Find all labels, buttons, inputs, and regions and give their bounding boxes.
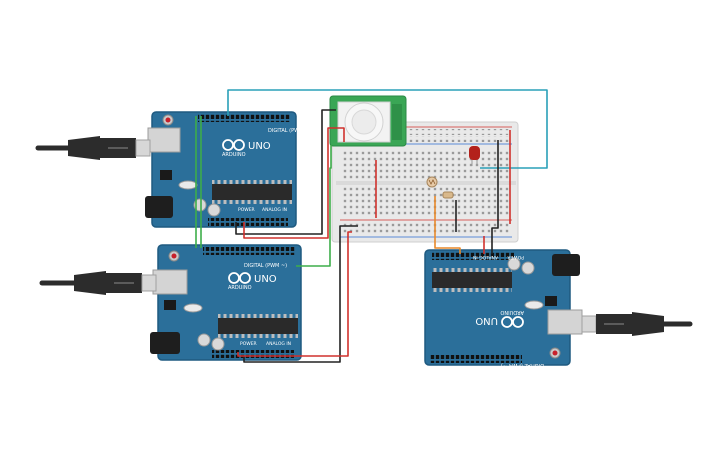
atmega-chip (218, 318, 298, 334)
power-label: POWER (240, 341, 257, 347)
arduino-uno-b: DIGITAL (PWM ~) UNO ARDUINO POWER ANALOG… (150, 244, 302, 361)
photoresistor-icon (426, 176, 438, 188)
pir-motion-sensor-icon (329, 95, 407, 147)
atmega-chip (212, 184, 292, 200)
board-model: UNO (475, 315, 498, 326)
wire-red (237, 231, 352, 357)
digital-header (203, 247, 295, 255)
power-analog-header (212, 350, 294, 358)
wire-green (296, 145, 332, 267)
usb-cable-a (35, 136, 151, 160)
power-analog-header (432, 252, 514, 260)
wire-teal (227, 89, 548, 169)
arduino-uno-a: DIGITAL (PWM ~) UNO ARDUINO POWER ANALOG… (145, 111, 311, 228)
analog-label: ANALOG IN (266, 341, 291, 347)
digital-label: DIGITAL (PWM ~) (501, 362, 544, 368)
arduino-logo-icon (501, 316, 524, 328)
digital-header (430, 355, 522, 363)
power-label: POWER (507, 254, 524, 260)
board-brand: ARDUINO (228, 285, 252, 291)
analog-label: ANALOG IN (473, 254, 498, 260)
wire-black (491, 140, 499, 254)
analog-label: ANALOG IN (262, 207, 287, 213)
usb-port (152, 269, 188, 295)
resistor-icon (440, 191, 456, 199)
power-jack (145, 196, 173, 218)
usb-port (547, 309, 583, 335)
digital-header (198, 114, 290, 122)
power-label: POWER (238, 207, 255, 213)
wire-black (243, 225, 358, 363)
board-brand: ARDUINO (500, 309, 524, 315)
usb-port (147, 127, 181, 153)
power-analog-header (208, 218, 288, 226)
wire-black (235, 109, 336, 235)
wire-red (243, 127, 345, 239)
power-jack (150, 332, 180, 354)
usb-cable-c (581, 312, 693, 336)
power-jack (552, 254, 580, 276)
wires (195, 89, 548, 363)
arduino-logo-icon (222, 139, 245, 151)
usb-cable-b (39, 271, 157, 295)
digital-label: DIGITAL (PWM ~) (268, 128, 311, 134)
wire-orange (434, 196, 461, 254)
atmega-chip (432, 272, 512, 288)
board-model: UNO (254, 274, 277, 285)
board-model: UNO (248, 141, 271, 152)
arduino-uno-c: DIGITAL (PWM ~) UNO ARDUINO POWER ANALOG… (424, 249, 583, 368)
board-brand: ARDUINO (222, 152, 246, 158)
digital-label: DIGITAL (PWM ~) (244, 263, 287, 269)
red-led-icon (469, 146, 480, 166)
arduino-logo-icon (228, 272, 251, 284)
